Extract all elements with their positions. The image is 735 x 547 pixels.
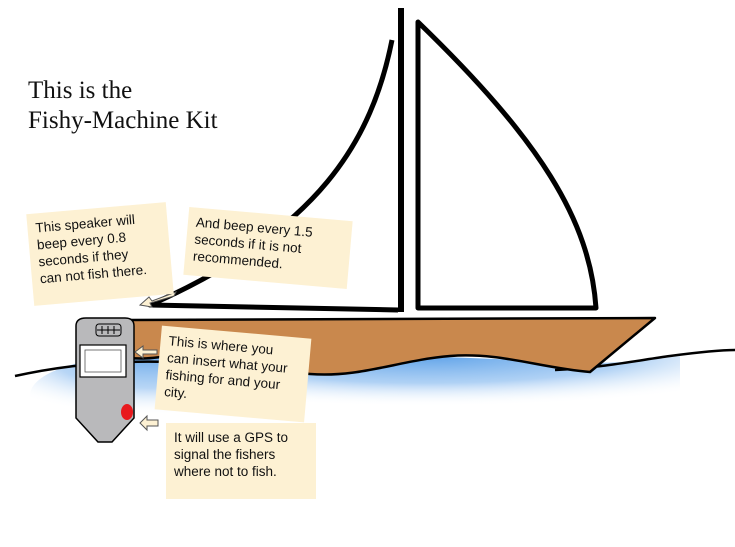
- title-line-2: Fishy-Machine Kit: [28, 107, 218, 134]
- gps-callout: It will use a GPS to signal the fishers …: [166, 423, 316, 499]
- insert-callout: This is where you can insert what your f…: [154, 325, 312, 423]
- jib-sail: [415, 19, 599, 311]
- arrow-to-screen: [134, 345, 158, 359]
- gps-button: [121, 404, 133, 420]
- boat-mast: [398, 8, 404, 312]
- main-sail: [147, 39, 399, 313]
- fishy-machine-device: [75, 317, 135, 443]
- speaker-callout: This speaker will beep every 0.8 seconds…: [26, 202, 174, 306]
- beep-callout: And beep every 1.5 seconds if it is not …: [183, 206, 353, 290]
- arrow-to-speaker: [138, 291, 178, 308]
- arrow-to-gps: [139, 414, 159, 432]
- title-line-1: This is the: [28, 77, 133, 104]
- screen: [84, 349, 122, 373]
- page-title: This is the Fishy-Machine Kit: [28, 76, 218, 136]
